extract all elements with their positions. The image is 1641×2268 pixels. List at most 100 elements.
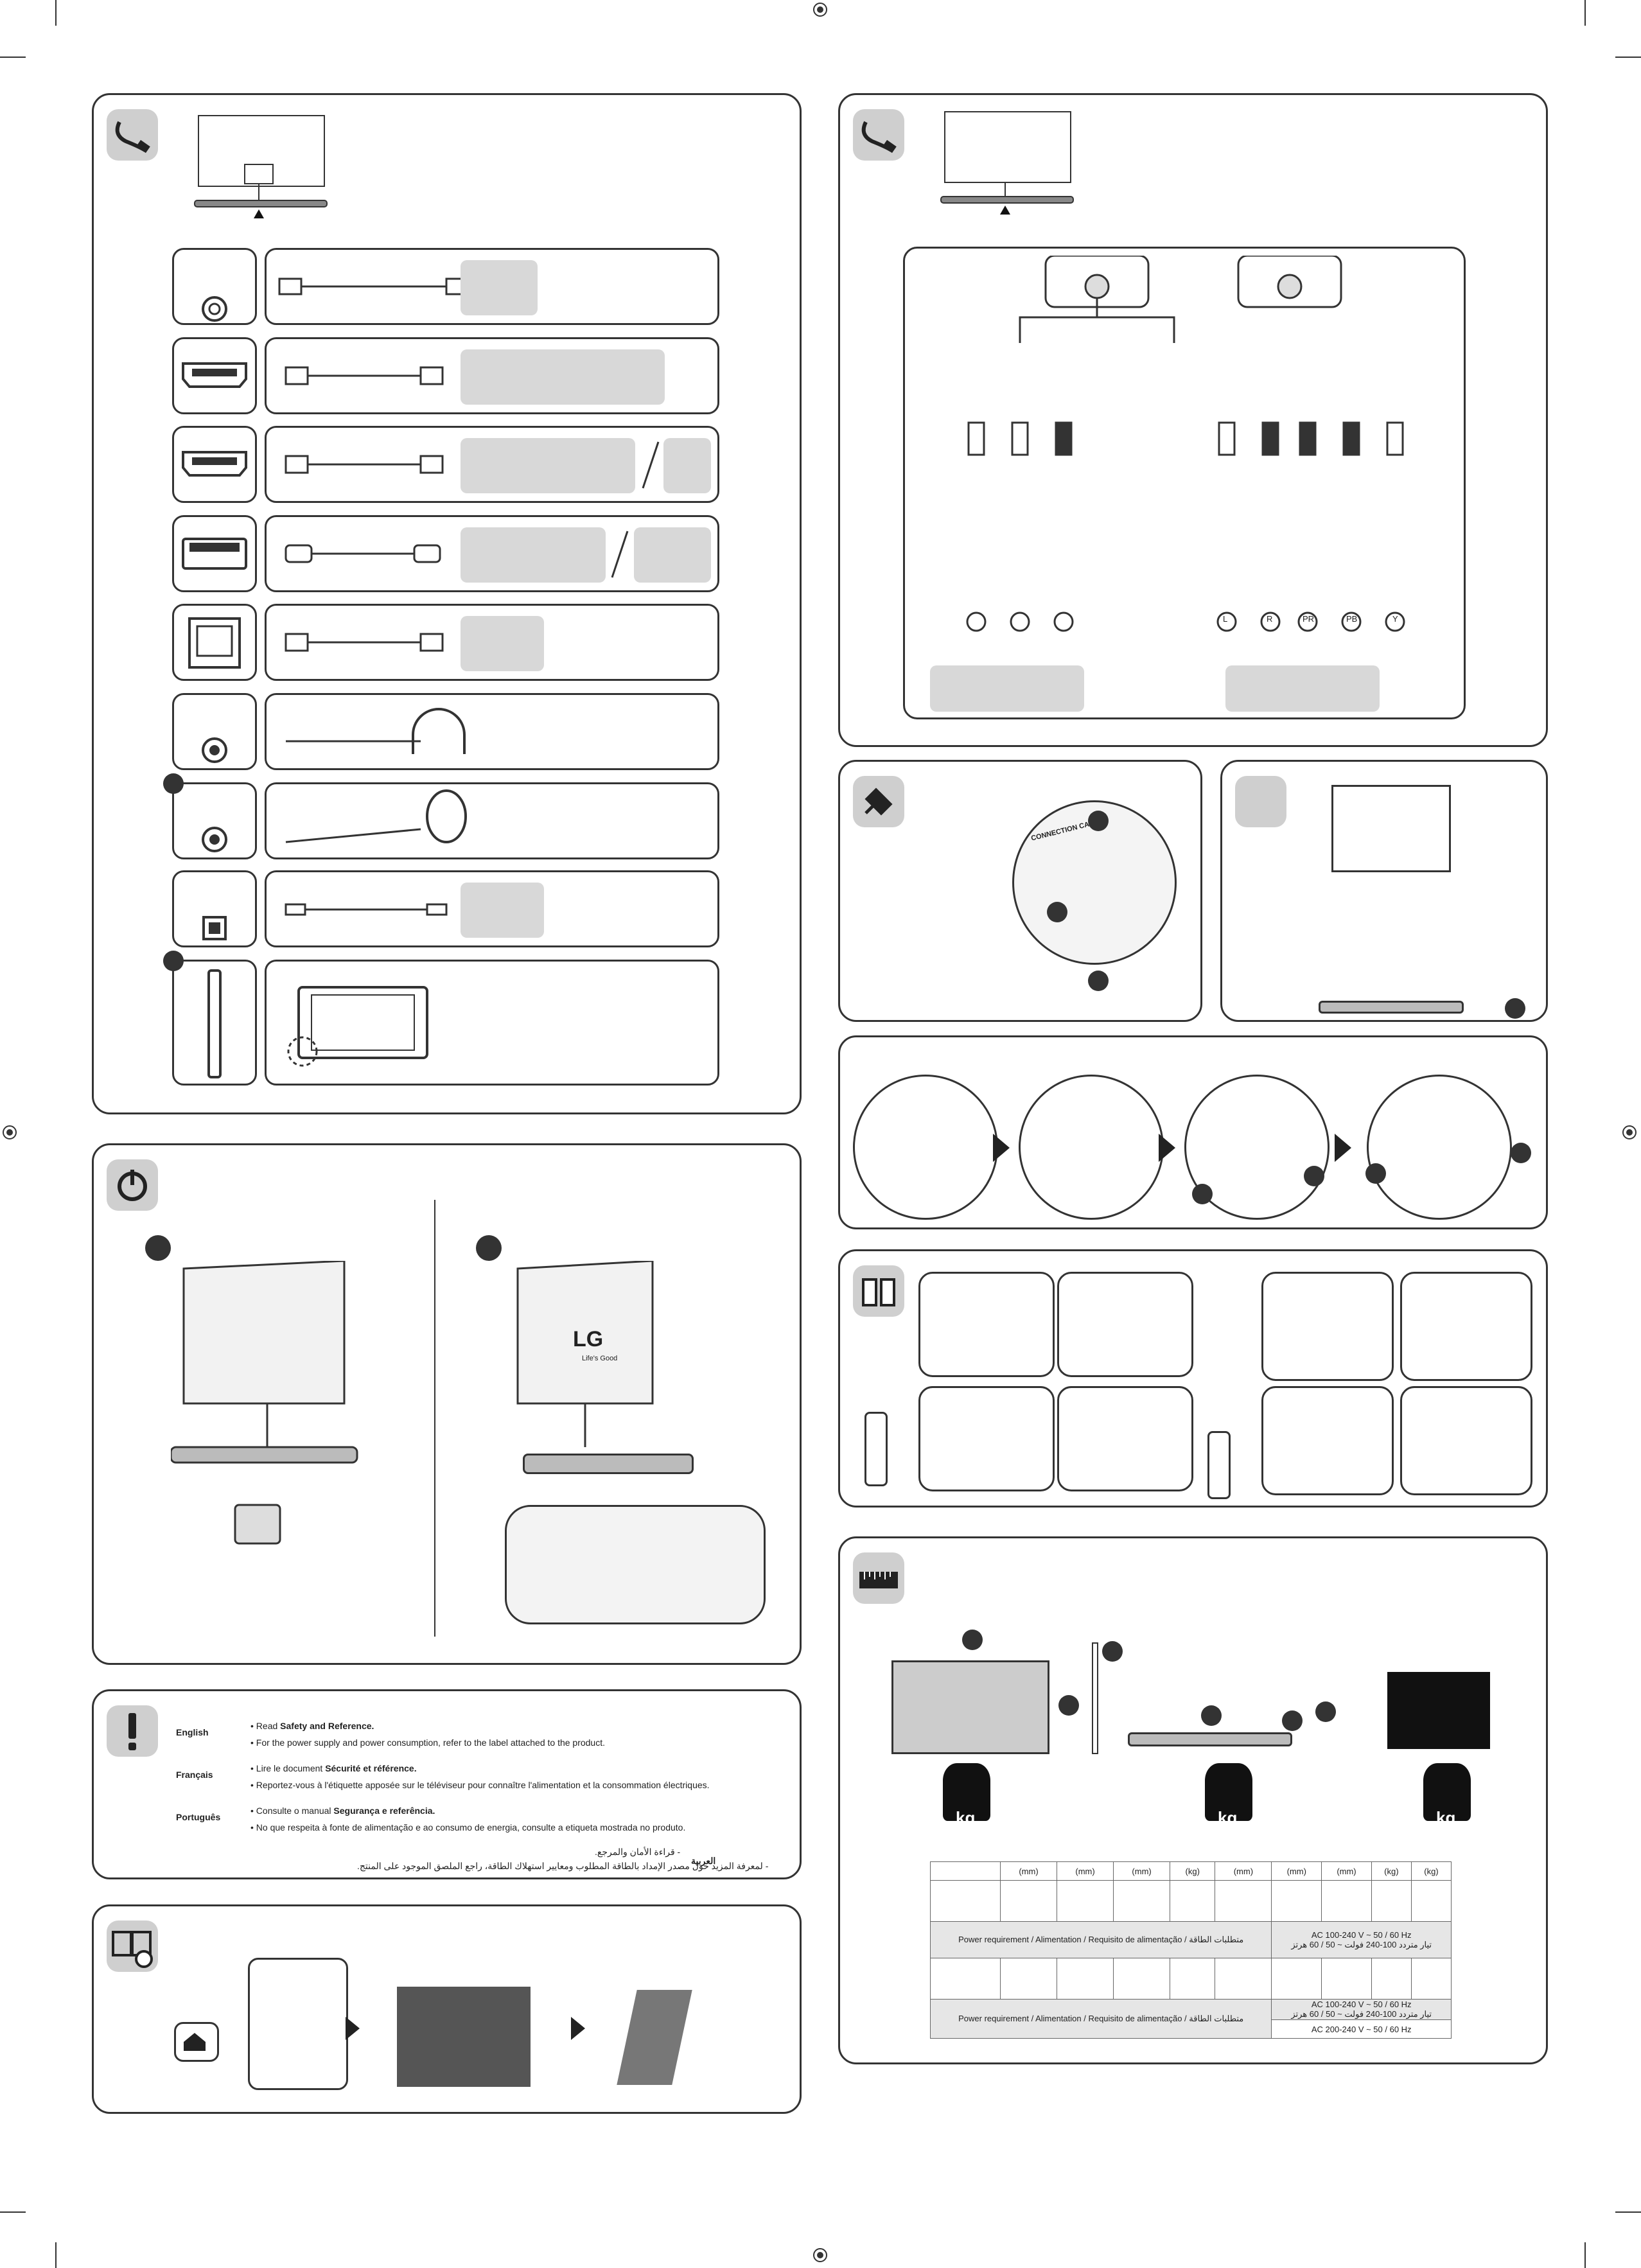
power-panel: LG Life's Good [92,1143,802,1665]
tv-outline [1331,785,1451,872]
dimension-marker-a [962,1630,983,1650]
tv-menu-screen [397,1987,531,2087]
row-headphone [265,693,719,770]
dimension-marker-e [1282,1710,1303,1731]
plus-icon [163,773,184,794]
registration-mark-right [1622,1125,1637,1139]
portugues-line1: • Consulte o manual Segurança e referênc… [250,1806,435,1816]
av-source-devices-icon [930,665,1084,712]
lang-english: English [176,1727,209,1737]
av-connection-panel: L R PR PB Y [838,93,1548,747]
ci-card-icon [287,986,428,1067]
manual-help-panel [92,1904,802,2114]
stand-outline [1128,1732,1292,1746]
antenna-panel [1220,760,1548,1022]
label-pr: PR [1303,614,1315,624]
cable-plug-icon [853,109,904,161]
battery-step-a [918,1272,1055,1377]
battery-panel [838,1249,1548,1508]
av-diagram-frame [903,247,1466,719]
power-plug-icon [853,776,904,827]
lg-tagline-text: Life's Good [582,1355,618,1362]
dimension-marker-c [1102,1641,1123,1662]
spec-unit-cell: (mm) [1321,1861,1372,1881]
power-icon [107,1159,158,1211]
francais-line1: • Lire le document Sécurité et référence… [250,1763,417,1773]
info-panel: English • Read Safety and Reference. • F… [92,1689,802,1879]
spec-value-row [930,1958,1452,2000]
wall-mount-outline [1387,1672,1490,1749]
spec-unit-cell: (kg) [1170,1861,1216,1881]
dimensions-panel: kg kg kg (mm) (mm) (mm) (kg) (mm) (mm) (… [838,1536,1548,2064]
step-circle-1 [853,1075,998,1220]
connection-steps-panel [838,1035,1548,1229]
lang-francais: Français [176,1770,213,1780]
spec-unit-cell: (mm) [1113,1861,1171,1881]
port-ci-slot [172,960,257,1086]
spec-power-row: Power requirement / Alimentation / Requi… [929,1999,1452,2039]
home-icon [174,2022,219,2062]
step-marker-a [145,1235,171,1261]
stand-bar [1319,1001,1464,1014]
headphone-icon [286,708,466,754]
crop-mark [0,57,26,58]
port-satellite [172,782,257,859]
remote-icon [1207,1431,1231,1499]
row-optical [265,870,719,947]
port-antenna [172,248,257,325]
arabic-line2: - لمعرفة المزيد حول مصدر الإمداد بالطاقة… [357,1861,769,1871]
arabic-line1: - قراءة الأمان والمرجع. [595,1847,681,1857]
battery-step-h [1400,1386,1532,1495]
storage-devices-icon [461,527,606,583]
label-y: Y [1392,614,1398,624]
arrow-right-icon [993,1134,1010,1162]
button-detail-box [505,1505,766,1624]
port-lan [172,604,257,681]
spec-unit-cell: (kg) [1410,1861,1452,1881]
port-hdmi-2 [172,426,257,503]
dimension-marker-b [1058,1695,1079,1716]
row-lan [265,604,719,681]
port-optical [172,870,257,947]
spec-unit-cell: (mm) [999,1861,1058,1881]
dimension-marker-d [1201,1705,1222,1726]
component-source-devices-icon [1225,665,1380,712]
spec-unit-cell: (mm) [1057,1861,1114,1881]
power-requirement-label: Power requirement / Alimentation / Requi… [929,1921,1272,1958]
row-ci-module [265,960,719,1086]
battery-step-d [1057,1386,1193,1491]
crop-mark [0,2211,26,2213]
lang-arabic: العربية [691,1856,716,1866]
tv-front-outline [891,1660,1049,1754]
step-circle-4 [1367,1075,1512,1220]
av-cable-diagram [966,256,1405,632]
francais-line2: • Reportez-vous à l'étiquette apposée su… [250,1780,710,1790]
crop-mark [55,0,57,26]
registration-mark-top [813,3,827,17]
tv-front-diagram [171,1261,358,1545]
spec-value-row [930,1880,1452,1922]
crop-mark [1615,2211,1641,2213]
port-headphone [172,693,257,770]
tv-back-diagram [194,115,328,218]
satellite-dish-icon [285,789,467,843]
tv-connector-icon [1235,776,1286,827]
power-requirement-value: AC 100-240 V ~ 50 / 60 Hz تيار متردد 100… [1271,1999,1452,2020]
divider [434,1200,435,1637]
tv-side-outline [1092,1642,1098,1754]
english-line2: • For the power supply and power consump… [250,1737,606,1748]
english-line1: • Read Safety and Reference. [250,1721,374,1731]
antenna-wall-icon [461,260,538,315]
battery-step-g [1261,1386,1394,1495]
row-antenna [265,248,719,325]
battery-step-f [1400,1272,1532,1381]
scale-icon [1423,1763,1471,1821]
registration-mark-bottom [813,2248,827,2262]
spec-unit-cell: (mm) [1215,1861,1272,1881]
spec-unit-cell: (mm) [1271,1861,1322,1881]
lang-portugues: Português [176,1812,221,1822]
crop-mark [1584,0,1586,26]
kg-label: kg [1218,1808,1238,1827]
cable-plug-icon [107,109,158,161]
remote-icon [864,1412,888,1486]
